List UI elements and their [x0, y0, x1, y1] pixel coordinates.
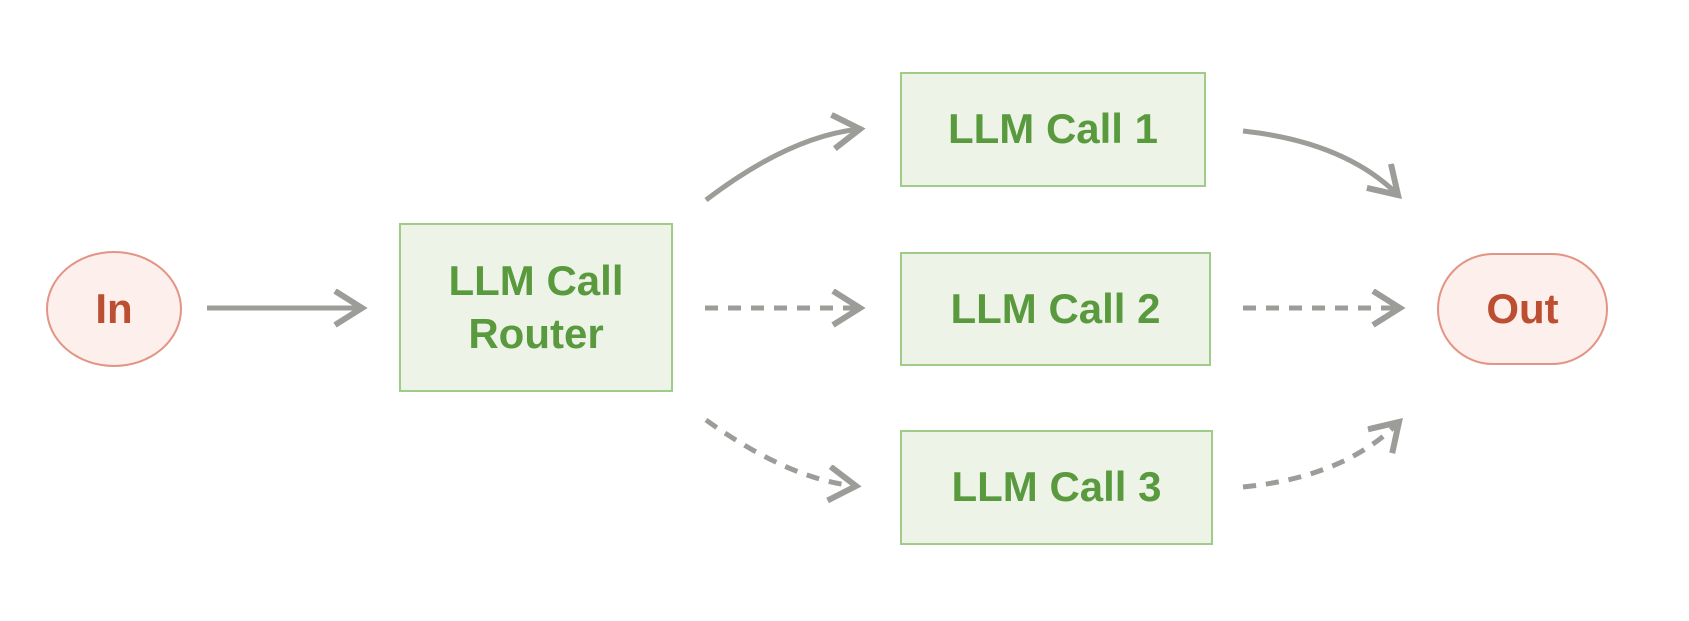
node-llm-call-3: LLM Call 3	[900, 430, 1213, 545]
node-out-label: Out	[1486, 284, 1559, 332]
edge-router-to-call3	[704, 417, 856, 486]
node-in: In	[46, 251, 182, 367]
edge-router-to-call1	[704, 129, 860, 202]
node-llm-call-2: LLM Call 2	[900, 252, 1211, 366]
edge-call1-to-out	[1242, 128, 1398, 195]
node-llm-call-router: LLM Call Router	[399, 223, 673, 392]
node-llm-call-2-label: LLM Call 2	[950, 284, 1161, 332]
node-llm-call-1-label: LLM Call 1	[947, 105, 1159, 153]
node-llm-call-1: LLM Call 1	[900, 72, 1206, 187]
node-llm-call-3-label: LLM Call 3	[951, 463, 1162, 511]
edge-call3-to-out	[1242, 422, 1399, 490]
node-in-label: In	[95, 284, 133, 332]
node-out: Out	[1437, 253, 1608, 365]
node-llm-call-router-label: LLM Call Router	[448, 257, 624, 357]
